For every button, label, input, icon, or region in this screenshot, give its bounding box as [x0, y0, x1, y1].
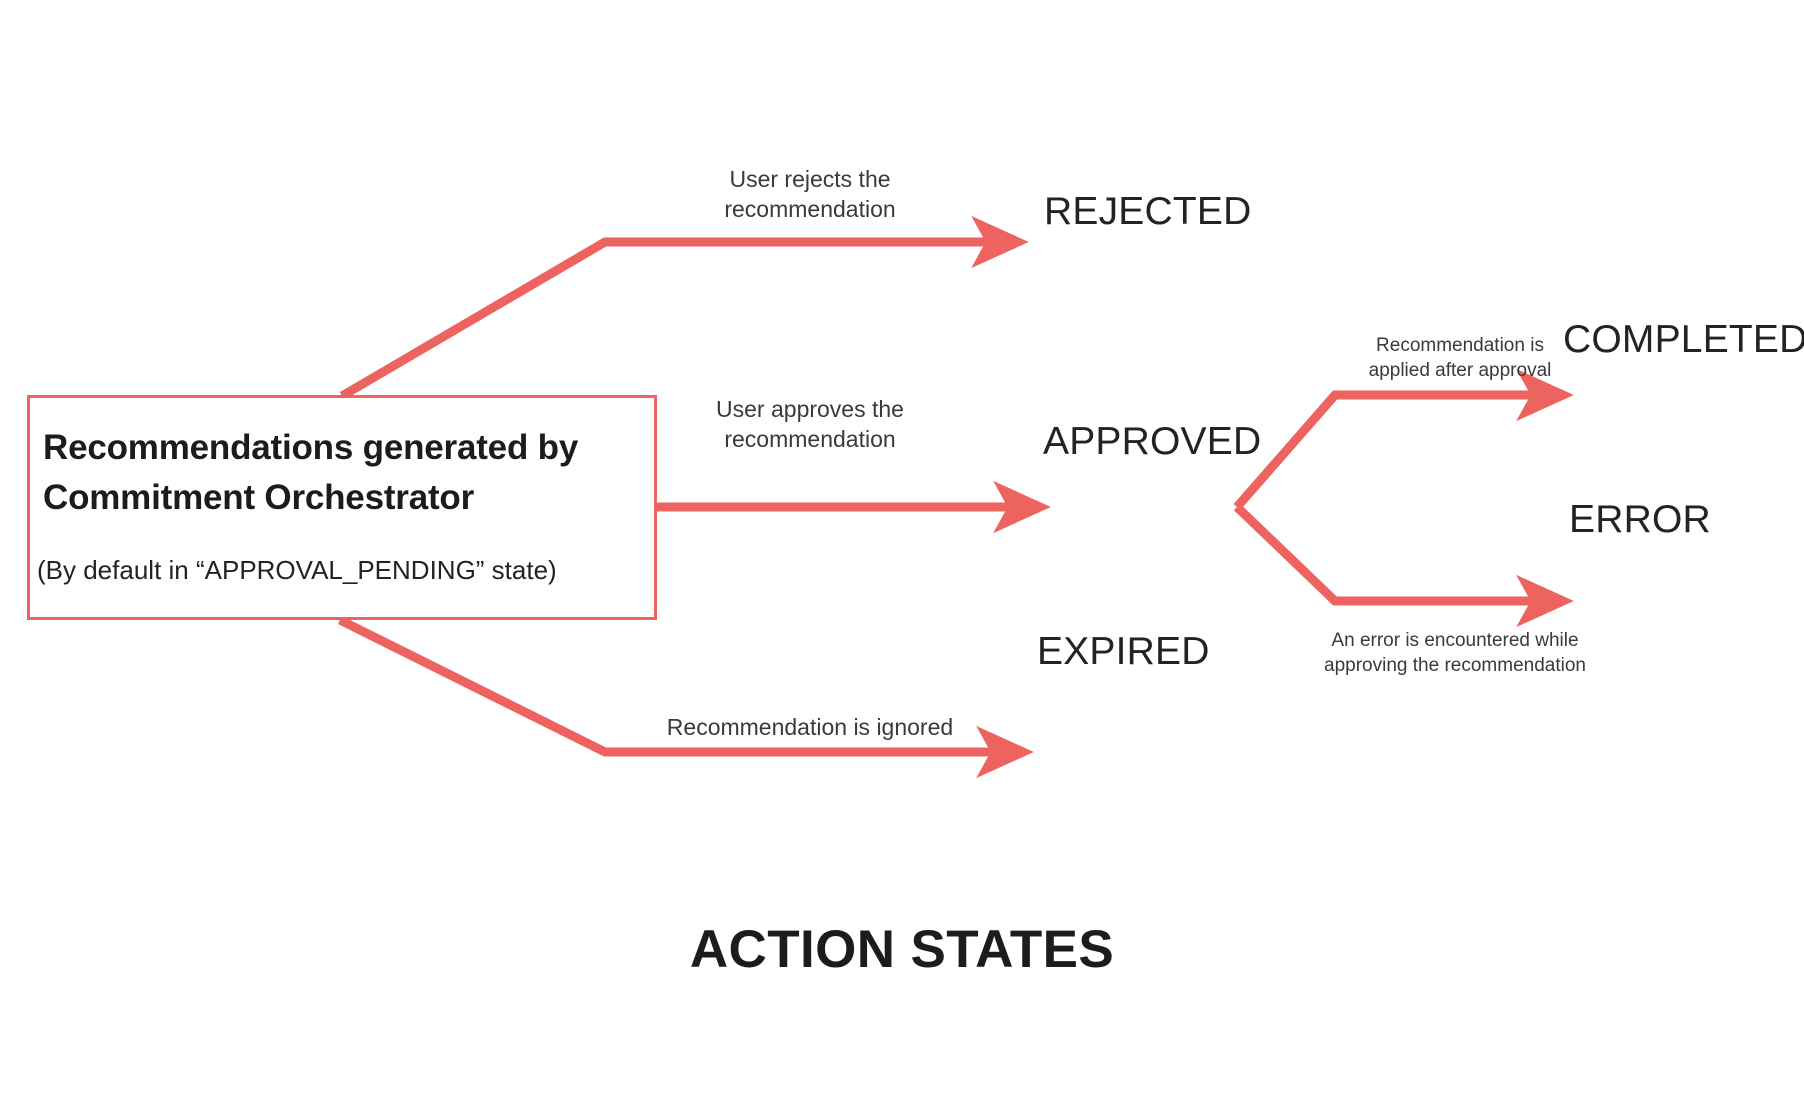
edge-label-completed: Recommendation is applied after approval	[1368, 335, 1552, 382]
edge-approved-to-completed	[1233, 368, 1574, 510]
source-node-recommendations: Recommendations generated by Commitment …	[27, 395, 657, 620]
state-node-approved: APPROVED	[1043, 420, 1262, 463]
source-node-title: Recommendations generated by Commitment …	[43, 428, 579, 517]
diagram-title: ACTION STATES	[689, 920, 1115, 979]
edge-approved-to-error	[1233, 503, 1574, 628]
edge-label-rejected: User rejects the recommendation	[724, 166, 896, 223]
source-node-subtitle: (By default in “APPROVAL_PENDING” state)	[37, 555, 557, 585]
edge-source-to-rejected	[339, 215, 1029, 400]
state-node-rejected: REJECTED	[1044, 190, 1252, 233]
state-node-completed: COMPLETED	[1563, 318, 1804, 361]
state-node-expired: EXPIRED	[1037, 630, 1210, 673]
edge-label-approved: User approves the recommendation	[716, 396, 904, 453]
edge-label-error: An error is encountered while approving …	[1324, 630, 1586, 677]
edge-label-expired: Recommendation is ignored	[666, 714, 954, 740]
state-node-error: ERROR	[1569, 498, 1711, 541]
